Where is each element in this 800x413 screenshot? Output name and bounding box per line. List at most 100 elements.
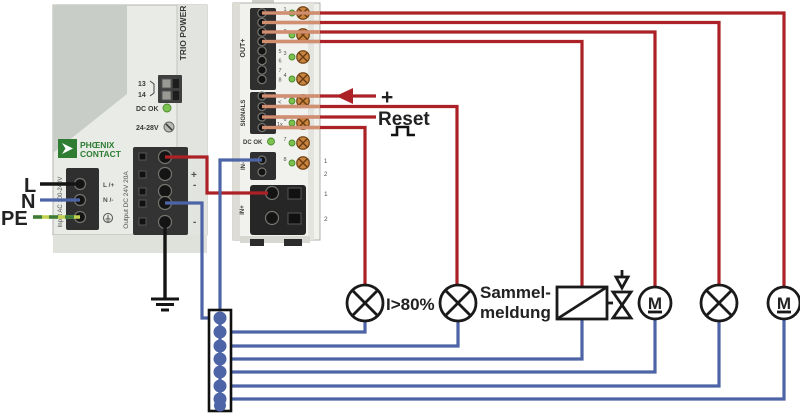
- phoenix-contact-logo: PHŒNIX CONTACT: [58, 139, 122, 159]
- channel-number-6: 6: [283, 117, 286, 123]
- in-plus-terminal-2[interactable]: [264, 210, 280, 226]
- load-lamp-3: [699, 283, 739, 323]
- psu-output-minus2-label: -: [193, 217, 196, 228]
- motor1-label: M: [648, 294, 662, 313]
- in-plus-slot-2: [287, 212, 302, 225]
- in-minus-number-1: 1: [324, 159, 328, 165]
- module-foot-left: [250, 239, 264, 246]
- valve-icon: [610, 270, 634, 320]
- load-motor-1: M: [637, 285, 673, 321]
- out-terminal-number-5: 5: [278, 49, 281, 55]
- motor2-label: M: [777, 294, 791, 313]
- psu-input-rating-label: Input AC 100-240V: [58, 177, 64, 228]
- label-earth: PE: [1, 208, 28, 230]
- channel-number-5: 5: [283, 95, 286, 101]
- module-signals-group-label: SIGNALS: [241, 100, 247, 127]
- psu-output-terminal-minus1[interactable]: [157, 183, 173, 199]
- wire-return-motor2: [220, 319, 786, 401]
- wire-return-motor1: [220, 319, 657, 374]
- load-lamp-collective: [438, 283, 478, 323]
- out-terminal-number-7: 7: [278, 68, 281, 74]
- signals-mark-angle: <: [278, 100, 282, 106]
- arrow-left-icon: [336, 88, 353, 104]
- in-plus-number-2: 2: [324, 216, 328, 223]
- out-terminal-number-6: 6: [278, 59, 281, 65]
- psu-terminal-neutral-label: N /-: [103, 197, 113, 204]
- psu-relay-slot-b: [173, 91, 179, 100]
- wire-out3-to-motor1: [262, 30, 657, 287]
- terminal-strip: [207, 308, 233, 413]
- psu-dc-ok-led: [162, 103, 172, 113]
- psu-output-rating-label: Output DC 24V 20A: [123, 171, 130, 229]
- label-plus-feed: +: [381, 86, 393, 109]
- psu-output-plus-label: +: [191, 170, 197, 181]
- module-left-edge: [233, 3, 240, 240]
- in-plus-slot-1: [287, 187, 302, 200]
- psu-output-left-slots: [138, 152, 147, 226]
- psu-relay-contact-a: [161, 78, 172, 89]
- terminal-strip-points[interactable]: [213, 311, 227, 412]
- label-load-current-lamp: I>80%: [386, 295, 435, 314]
- psu-potentiometer-slot: [165, 123, 173, 131]
- module-foot-right: [284, 239, 302, 246]
- channel-number-1: 1: [283, 7, 286, 13]
- channel-number-8: 8: [283, 157, 286, 163]
- module-dc-ok-label: DC OK: [243, 140, 263, 146]
- channel-number-7: 7: [283, 137, 286, 143]
- wire-out4-to-valve: [262, 39, 584, 287]
- logo-text-line2: CONTACT: [80, 149, 122, 159]
- logo-text-line1: PHŒNIX: [80, 140, 115, 150]
- wire-out2-to-lamp3: [262, 20, 721, 285]
- wire-psu-plus-to-in-plus: [165, 155, 268, 195]
- wires: [33, 11, 786, 402]
- module-in-minus-label: IN-: [241, 162, 247, 170]
- psu-dc-ok-label: DC OK: [136, 106, 159, 113]
- wire-signal-to-collective-lamp: [262, 104, 459, 285]
- wire-over-module-segments: [262, 11, 320, 130]
- ground-symbol-icon: [151, 297, 179, 312]
- module-dc-ok-led: [267, 137, 275, 146]
- in-minus-terminal-2[interactable]: [257, 167, 267, 177]
- wire-return-lamp1: [220, 321, 367, 334]
- psu-earth-symbol-icon: [103, 213, 113, 223]
- psu-relay-contact-b: [161, 90, 172, 101]
- in-plus-number-1: 1: [324, 191, 328, 198]
- channel-number-3: 3: [283, 51, 286, 57]
- channel-adjust-knobs[interactable]: [296, 6, 310, 170]
- psu-output-terminal-plus2[interactable]: [157, 166, 173, 182]
- psu-relay-14-label: 14: [138, 92, 146, 99]
- load-lamp-i80: [345, 283, 385, 323]
- wire-return-lamp2: [220, 321, 460, 348]
- psu-relay-13-label: 13: [138, 81, 146, 88]
- psu-voltage-adjust-label: 24-28V: [136, 125, 159, 132]
- circuit-breaker-module: OUT+ 5 6 7 8 1 2 3 4: [232, 0, 328, 246]
- label-live: L: [24, 175, 36, 197]
- load-motor-2: M: [766, 285, 800, 321]
- wire-return-lamp3: [220, 321, 721, 388]
- load-solenoid-valve: [555, 270, 634, 321]
- psu-heatsink-panel: [53, 5, 127, 153]
- label-collective-line2: meldung: [480, 303, 551, 322]
- in-minus-number-2: 2: [324, 172, 328, 178]
- logo-arrow-glyph: [62, 143, 73, 154]
- psu-relay-bracket: [149, 80, 155, 97]
- module-bottom-strip: [240, 236, 310, 243]
- psu-model-label: TRIO POWER: [178, 6, 188, 61]
- wire-out1-to-motor2: [262, 11, 786, 287]
- channel-number-4: 4: [283, 73, 286, 79]
- power-supply-unit: TRIO POWER 13 14 DC OK 24-28V PHŒNIX CON…: [52, 4, 208, 253]
- psu-relay-slot-a: [173, 79, 179, 88]
- module-right-edge: [308, 3, 314, 240]
- psu-terminal-live-label: L /+: [103, 182, 114, 189]
- psu-output-minus-label: -: [193, 180, 196, 191]
- wire-return-valve: [220, 319, 584, 361]
- label-collective-line1: Sammel-: [480, 283, 551, 302]
- label-reset: Reset: [378, 109, 430, 130]
- psu-bottom-strip: [53, 235, 207, 253]
- module-out-group-label: OUT+: [240, 39, 247, 58]
- signals-mark-group: 1x: [277, 122, 283, 128]
- label-neutral: N: [21, 191, 35, 213]
- module-in-plus-label: IN+: [240, 205, 246, 215]
- out-terminal-number-8: 8: [278, 78, 281, 84]
